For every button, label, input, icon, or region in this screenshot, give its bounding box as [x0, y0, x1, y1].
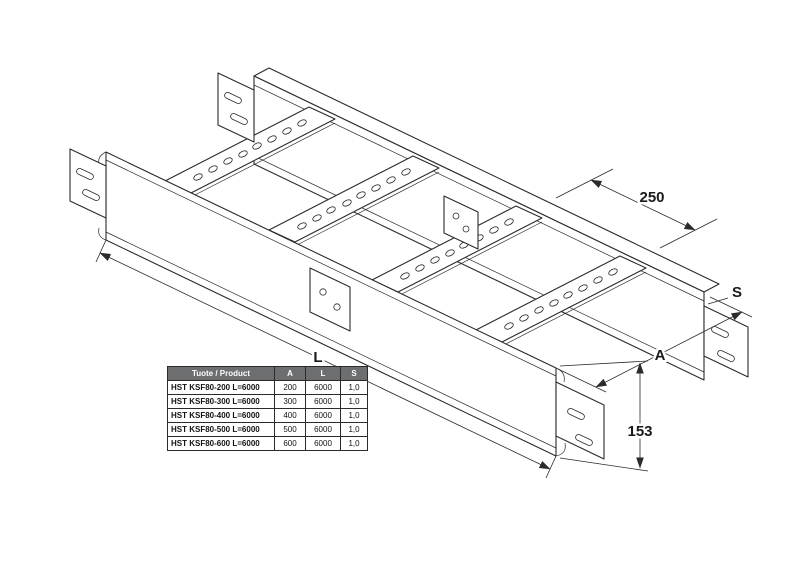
table-cell-product: HST KSF80-200 L=6000 [167, 380, 275, 395]
splice-plate-far [443, 195, 479, 250]
table-cell-product: HST KSF80-400 L=6000 [167, 408, 275, 423]
table-cell-a: 200 [274, 380, 306, 395]
table-cell-l: 6000 [305, 408, 341, 423]
dim-height-label: 153 [627, 423, 652, 440]
table-cell-product: HST KSF80-300 L=6000 [167, 394, 275, 409]
table-cell-l: 6000 [305, 436, 341, 451]
table-cell-product: HST KSF80-600 L=6000 [167, 436, 275, 451]
table-cell-a: 400 [274, 408, 306, 423]
end-plate-far-left [217, 72, 255, 143]
table-row: HST KSF80-300 L=6000 300 6000 1,0 [167, 394, 368, 409]
dimension-width: A [557, 296, 753, 393]
table-cell-s: 1,0 [340, 408, 368, 423]
dim-length-label: L [313, 349, 322, 366]
product-table: Tuote / Product A L S HST KSF80-200 L=60… [167, 366, 368, 451]
dim-rung-spacing-label: 250 [639, 189, 664, 206]
dim-thickness-label: S [732, 284, 742, 301]
table-row: HST KSF80-400 L=6000 400 6000 1,0 [167, 408, 368, 423]
table-header-a: A [274, 366, 306, 381]
table-cell-l: 6000 [305, 394, 341, 409]
end-plate-far-right [703, 305, 749, 378]
table-cell-s: 1,0 [340, 380, 368, 395]
dim-width-label: A [655, 347, 666, 364]
table-row: HST KSF80-500 L=6000 500 6000 1,0 [167, 422, 368, 437]
table-header-row: Tuote / Product A L S [167, 366, 368, 381]
rung [164, 106, 336, 198]
table-cell-l: 6000 [305, 422, 341, 437]
table-header-s: S [340, 366, 368, 381]
dimension-thickness: S [707, 282, 745, 305]
table-cell-s: 1,0 [340, 394, 368, 409]
dimension-length: L [95, 239, 557, 479]
dimensions: 250 L 153 A S [95, 168, 753, 479]
table-cell-a: 300 [274, 394, 306, 409]
table-cell-s: 1,0 [340, 422, 368, 437]
table-row: HST KSF80-600 L=6000 600 6000 1,0 [167, 436, 368, 451]
table-cell-a: 600 [274, 436, 306, 451]
table-row: HST KSF80-200 L=6000 200 6000 1,0 [167, 380, 368, 395]
end-plate-near-left [69, 148, 107, 219]
table-cell-product: HST KSF80-500 L=6000 [167, 422, 275, 437]
dimension-rung-spacing: 250 [555, 168, 718, 249]
table-header-product: Tuote / Product [167, 366, 275, 381]
table-cell-l: 6000 [305, 380, 341, 395]
table-cell-s: 1,0 [340, 436, 368, 451]
table-cell-a: 500 [274, 422, 306, 437]
end-plate-near-right [555, 381, 605, 460]
table-header-l: L [305, 366, 341, 381]
